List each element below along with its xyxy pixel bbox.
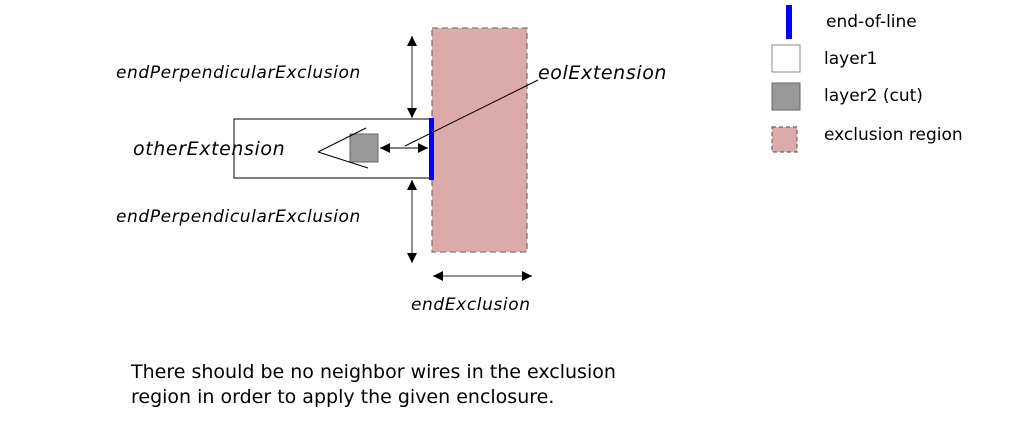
- end-perpendicular-exclusion-label-top: endPerpendicularExclusion: [116, 63, 361, 83]
- other-extension-line-lower: [317, 151, 369, 169]
- legend-end-of-line-swatch: [786, 5, 792, 39]
- legend-exclusion-label: exclusion region: [824, 125, 963, 145]
- layer2-cut: [349, 133, 379, 163]
- explanatory-note: There should be no neighbor wires in the…: [131, 360, 616, 410]
- other-extension-line-upper: [317, 127, 367, 153]
- legend: end-of-line layer1 layer2 (cut) exclusio…: [771, 5, 963, 153]
- legend-layer1-swatch: [771, 44, 801, 73]
- end-of-line-edge: [429, 118, 434, 180]
- legend-end-of-line-label: end-of-line: [826, 12, 917, 32]
- other-extension-label: otherExtension: [133, 138, 285, 160]
- legend-layer2-swatch: [771, 82, 801, 111]
- exclusion-region: [431, 27, 528, 253]
- end-perpendicular-exclusion-label-bottom: endPerpendicularExclusion: [116, 207, 361, 227]
- legend-layer1-label: layer1: [824, 49, 877, 69]
- legend-layer2-label: layer2 (cut): [824, 86, 923, 106]
- legend-exclusion-swatch: [771, 126, 798, 153]
- note-line-2: region in order to apply the given enclo…: [131, 386, 555, 408]
- end-exclusion-label: endExclusion: [411, 295, 531, 315]
- note-line-1: There should be no neighbor wires in the…: [131, 361, 616, 383]
- eol-extension-label: eolExtension: [538, 62, 667, 84]
- eol-extension-leader: [404, 79, 539, 147]
